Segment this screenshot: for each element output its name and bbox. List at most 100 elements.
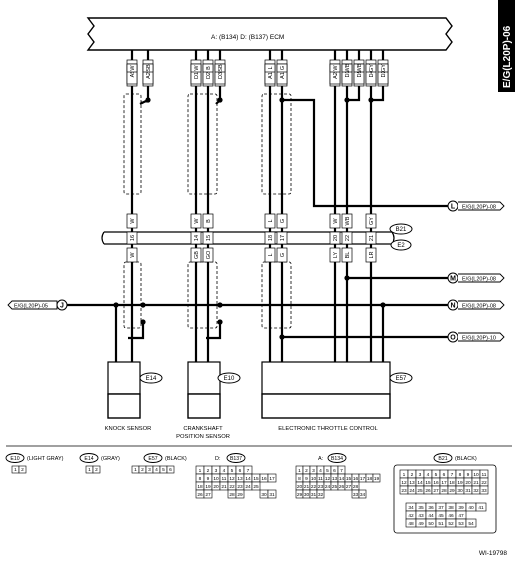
b21-upper-4-box (276, 213, 288, 229)
b21-lower-4-box (276, 247, 288, 263)
b21-upper-1-pinbox (190, 231, 202, 245)
legend-e57-pin-1-num: 2 (141, 467, 144, 473)
legend-d-r0-c4-num: 5 (231, 468, 234, 474)
legend-a-r3-c3-cell (316, 489, 325, 499)
legend-e10-pin-1-cell (18, 465, 27, 474)
junction-dot-12 (140, 319, 146, 325)
ref-n[interactable]: N E/G(L20P)-08 (447, 299, 505, 311)
legend-d-r3-c5-cell (235, 489, 245, 499)
ecm-terminal-pin-1-label: A20 (146, 69, 152, 79)
legend-b21-top-r2-c10-cell (479, 485, 489, 495)
junction-dot-8 (380, 302, 386, 308)
section-tab-label: E/G(L20P)-06 (502, 25, 513, 88)
crank-connector-id: E10 (224, 376, 235, 382)
b21-upper-pin-5: 20 (333, 235, 339, 241)
ref-m-letter: M (450, 276, 456, 283)
ecm-block: A: (B134) D: (B137) ECM (86, 17, 453, 51)
legend-b21-bottom-r2-c6-cell (465, 518, 477, 528)
legend-a-r3-c9-cell (358, 489, 367, 499)
legend-a-r2-c0-num: 20 (297, 484, 303, 490)
b21-upper-color-1: W (194, 218, 200, 224)
b21-lower-3-box (264, 247, 276, 263)
legend-e57-pin-0-num: 1 (134, 467, 137, 473)
legend-e10-id: E10 (10, 456, 19, 462)
ecm-terminal-pin-6-label: A19 (280, 69, 286, 79)
legend-d-r0-c3-num: 4 (223, 468, 226, 474)
b21-upper-color-6: WB (345, 216, 351, 225)
legend-d-r1-c4-num: 12 (229, 476, 235, 482)
ecm-terminal-pin-8-label: D3 (345, 70, 351, 77)
legend-b21-top-r1-c2-num: 14 (417, 480, 423, 486)
b21-lower-color-0: W (130, 252, 136, 258)
b21-upper-pin-1: 14 (194, 235, 200, 241)
ecm-terminal-3-colorbox (202, 63, 214, 73)
legend-a-r1-c1-num: 9 (305, 476, 308, 482)
ecm-terminal-9-colorbox (353, 63, 365, 73)
legend-e14-pin-1-cell (92, 465, 101, 474)
legend-d-r1-c9-cell (267, 473, 277, 483)
legend-b21-id: B21 (438, 456, 447, 462)
ref-o[interactable]: O E/G(L20P)-10 (447, 331, 505, 343)
junction-dot-11 (217, 319, 223, 325)
legend-b21-top-r2-c1-num: 24 (409, 488, 415, 494)
legend-d-r0-c5-num: 6 (239, 468, 242, 474)
b21-upper-pin-7: 21 (369, 235, 375, 241)
legend-b21-bottom-r0-c5-num: 39 (458, 505, 464, 511)
legend-b21-top-r1-c5-num: 17 (441, 480, 447, 486)
ref-l[interactable]: L E/G(L20P)-08 (447, 200, 505, 212)
ecm-terminal-color-8: WB (345, 63, 351, 72)
legend-a-r1-c11-cell (372, 473, 381, 483)
legend-a-r0-c1-num: 2 (305, 468, 308, 474)
legend-e57-id: E57 (148, 456, 157, 462)
junction-dot-7 (217, 302, 223, 308)
crank-shield-upper (187, 93, 218, 195)
legend-b21-top-r1-c7-num: 19 (457, 480, 463, 486)
ecm-terminal-6-colorbox (276, 63, 288, 73)
legend-a-r1-c7-num: 15 (346, 476, 352, 482)
legend-b21-top-r1-c9-num: 21 (473, 480, 479, 486)
legend-d-r2-c6-num: 24 (245, 484, 251, 490)
b21-upper-color-3: L (268, 219, 274, 222)
legend-d: D: B137 (215, 453, 246, 463)
legend-b21-bottom-r0-c4-num: 38 (448, 505, 454, 511)
b21-lower-1-box (190, 247, 202, 263)
legend-a-r3-c2-num: 31 (311, 492, 317, 498)
ref-m[interactable]: M E/G(L20P)-08 (447, 272, 505, 284)
ecm-terminal-color-1: SB (146, 64, 152, 72)
legend-a-r1-c0-num: 8 (298, 476, 301, 482)
ecm-terminal-pin-11-label: D2 (381, 70, 387, 77)
legend-b21-top-r1-c0-num: 12 (401, 480, 407, 486)
b21-upper-5-box (329, 213, 341, 229)
b21-upper-6-pinbox (341, 231, 353, 245)
legend-b21-bottom-r2-c1-num: 49 (418, 521, 424, 527)
ecm-terminal-color-2: W (194, 65, 200, 71)
legend-b21-bottom-r0-c0-num: 34 (408, 505, 414, 511)
wire-segment-8 (206, 322, 222, 340)
legend-b21-color: (BLACK) (455, 456, 477, 462)
legend-e57-pin-5-num: 6 (169, 467, 172, 473)
b21-upper-color-0: W (130, 218, 136, 224)
legend-b21-bottom-r0-c6-num: 40 (468, 505, 474, 511)
b21-upper-color-5: W (333, 218, 339, 224)
legend-b21-top-r2-c9-num: 32 (473, 488, 479, 494)
legend-a: A: B134 (318, 453, 347, 463)
legend-e14-pin-0-num: 1 (88, 467, 91, 473)
legend-e14-id: E14 (84, 456, 93, 462)
legend-d-r3-c1-num: 27 (205, 492, 211, 498)
b21-badge (389, 223, 413, 235)
legend-e14: E14 (GRAY) (79, 453, 120, 463)
legend-b21-top-r0-c7-num: 8 (459, 472, 462, 478)
b21-upper-pin-6: 22 (345, 235, 351, 241)
legend-d-r0-c0-num: 1 (199, 468, 202, 474)
throttle-name: ELECTRONIC THROTTLE CONTROL (278, 426, 378, 432)
legend-a-r0-c6-num: 7 (340, 468, 343, 474)
legend-d-r1-c2-num: 10 (213, 476, 219, 482)
wire-layer (67, 50, 448, 366)
legend-b21-bottom-r2-c0-num: 48 (408, 521, 414, 527)
legend-a-r1-c9-num: 17 (360, 476, 366, 482)
legend-b21-bottom-r2-c4-num: 52 (448, 521, 454, 527)
legend-a-r1-c2-num: 10 (311, 476, 317, 482)
ref-j[interactable]: E/G(L20P)-05 J (7, 299, 68, 311)
legend-b21-top-r0-c4-num: 5 (435, 472, 438, 478)
